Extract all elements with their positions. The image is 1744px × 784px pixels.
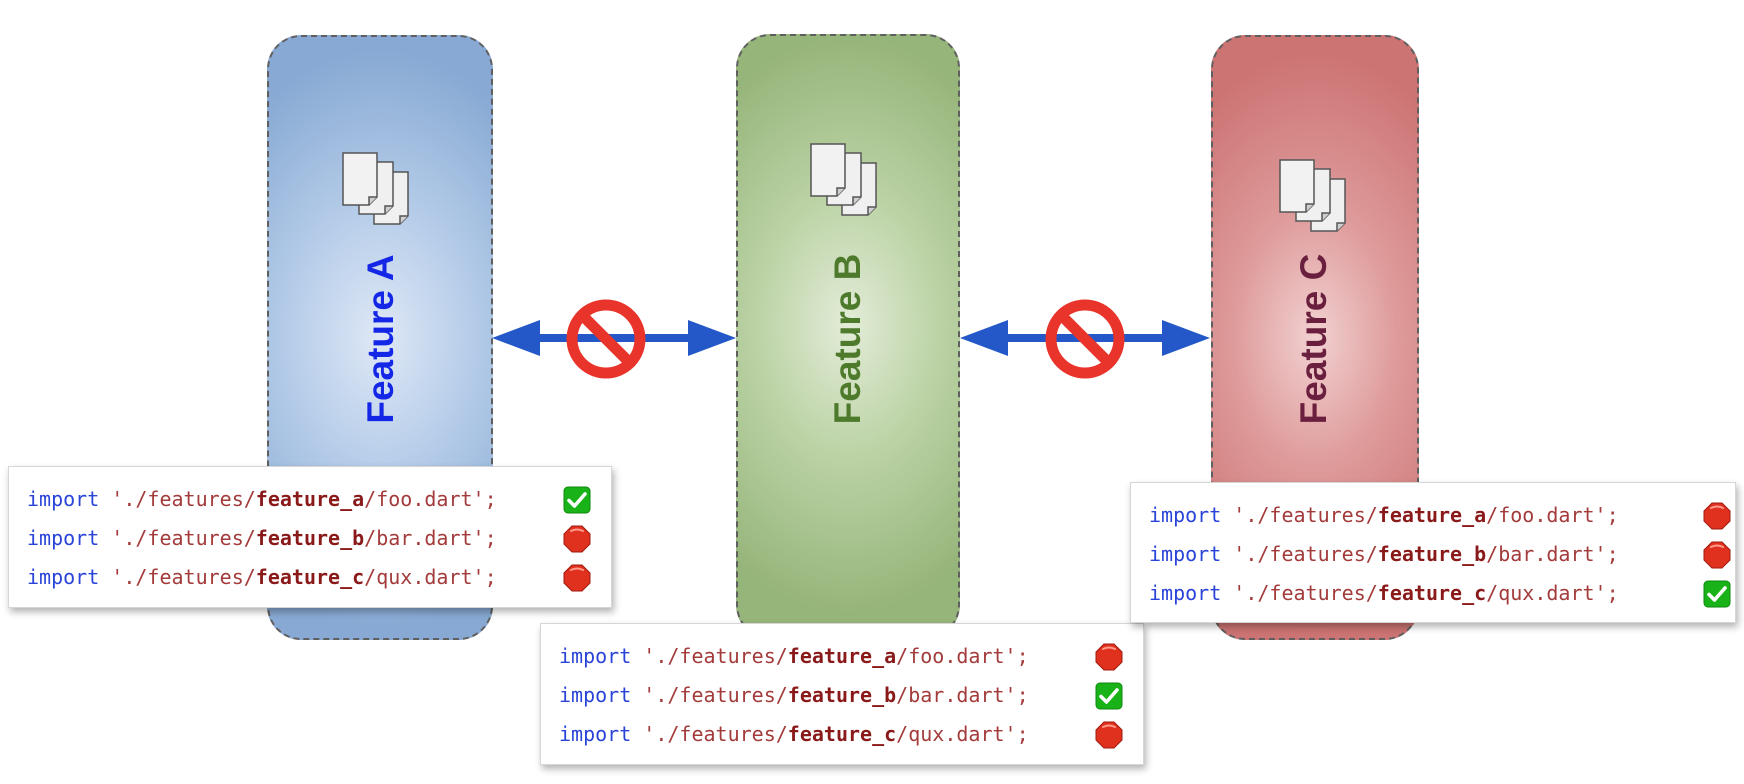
import-path-prefix: './features/ <box>1221 503 1378 527</box>
import-feature-name: feature_c <box>787 722 897 746</box>
import-feature-name: feature_a <box>1377 503 1487 527</box>
import-line: import './features/feature_b/bar.dart'; <box>1149 535 1735 574</box>
import-path-prefix: './features/ <box>99 526 256 550</box>
feature-a-imports-panel: import './features/feature_a/foo.dart'; … <box>8 466 612 608</box>
check-mark-icon <box>1095 682 1123 710</box>
import-keyword: import <box>27 487 100 511</box>
stop-sign-icon <box>1703 502 1731 530</box>
import-feature-name: feature_b <box>787 683 897 707</box>
stop-sign-icon <box>1703 541 1731 569</box>
import-line: import './features/feature_a/foo.dart'; <box>27 480 611 519</box>
documents-icon <box>1279 159 1346 232</box>
import-feature-name: feature_b <box>255 526 365 550</box>
import-keyword: import <box>27 526 100 550</box>
import-path-prefix: './features/ <box>1221 581 1378 605</box>
import-line: import './features/feature_a/foo.dart'; <box>559 637 1143 676</box>
import-feature-name: feature_c <box>1377 581 1487 605</box>
import-line: import './features/feature_b/bar.dart'; <box>27 519 611 558</box>
check-mark-icon <box>563 486 591 514</box>
import-path-suffix: /qux.dart'; <box>364 565 497 589</box>
import-keyword: import <box>559 683 632 707</box>
import-keyword: import <box>1149 542 1222 566</box>
import-line: import './features/feature_c/qux.dart'; <box>559 715 1143 754</box>
import-feature-name: feature_a <box>787 644 897 668</box>
import-line: import './features/feature_b/bar.dart'; <box>559 676 1143 715</box>
import-feature-name: feature_b <box>1377 542 1487 566</box>
import-path-suffix: /bar.dart'; <box>364 526 497 550</box>
import-path-suffix: /qux.dart'; <box>1486 581 1619 605</box>
import-path-prefix: './features/ <box>99 487 256 511</box>
stop-sign-icon <box>1095 643 1123 671</box>
import-path-suffix: /qux.dart'; <box>896 722 1029 746</box>
feature-b-title: Feature B <box>827 253 868 425</box>
import-keyword: import <box>1149 581 1222 605</box>
import-path-prefix: './features/ <box>99 565 256 589</box>
import-keyword: import <box>559 722 632 746</box>
import-path-suffix: /bar.dart'; <box>896 683 1029 707</box>
import-path-suffix: /foo.dart'; <box>364 487 497 511</box>
stop-sign-icon <box>1095 721 1123 749</box>
import-line: import './features/feature_c/qux.dart'; <box>27 558 611 597</box>
import-keyword: import <box>559 644 632 668</box>
feature-c-imports-panel: import './features/feature_a/foo.dart'; … <box>1130 482 1736 623</box>
import-line: import './features/feature_a/foo.dart'; <box>1149 496 1735 535</box>
feature-c-title: Feature C <box>1293 253 1334 425</box>
feature-b-box <box>736 34 960 639</box>
import-feature-name: feature_c <box>255 565 365 589</box>
import-path-prefix: './features/ <box>631 683 788 707</box>
import-keyword: import <box>1149 503 1222 527</box>
check-mark-icon <box>1703 580 1731 608</box>
bidirectional-arrow-a-b <box>492 320 736 356</box>
import-path-suffix: /bar.dart'; <box>1486 542 1619 566</box>
documents-icon <box>342 152 409 225</box>
import-path-suffix: /foo.dart'; <box>1486 503 1619 527</box>
import-path-suffix: /foo.dart'; <box>896 644 1029 668</box>
import-path-prefix: './features/ <box>631 644 788 668</box>
feature-a-title: Feature A <box>360 254 401 424</box>
import-path-prefix: './features/ <box>1221 542 1378 566</box>
import-keyword: import <box>27 565 100 589</box>
prohibited-icon <box>566 299 646 379</box>
prohibited-icon <box>1045 299 1125 379</box>
import-line: import './features/feature_c/qux.dart'; <box>1149 574 1735 613</box>
import-feature-name: feature_a <box>255 487 365 511</box>
feature-b-imports-panel: import './features/feature_a/foo.dart'; … <box>540 623 1144 765</box>
stop-sign-icon <box>563 525 591 553</box>
import-path-prefix: './features/ <box>631 722 788 746</box>
stop-sign-icon <box>563 564 591 592</box>
documents-icon <box>810 143 877 216</box>
